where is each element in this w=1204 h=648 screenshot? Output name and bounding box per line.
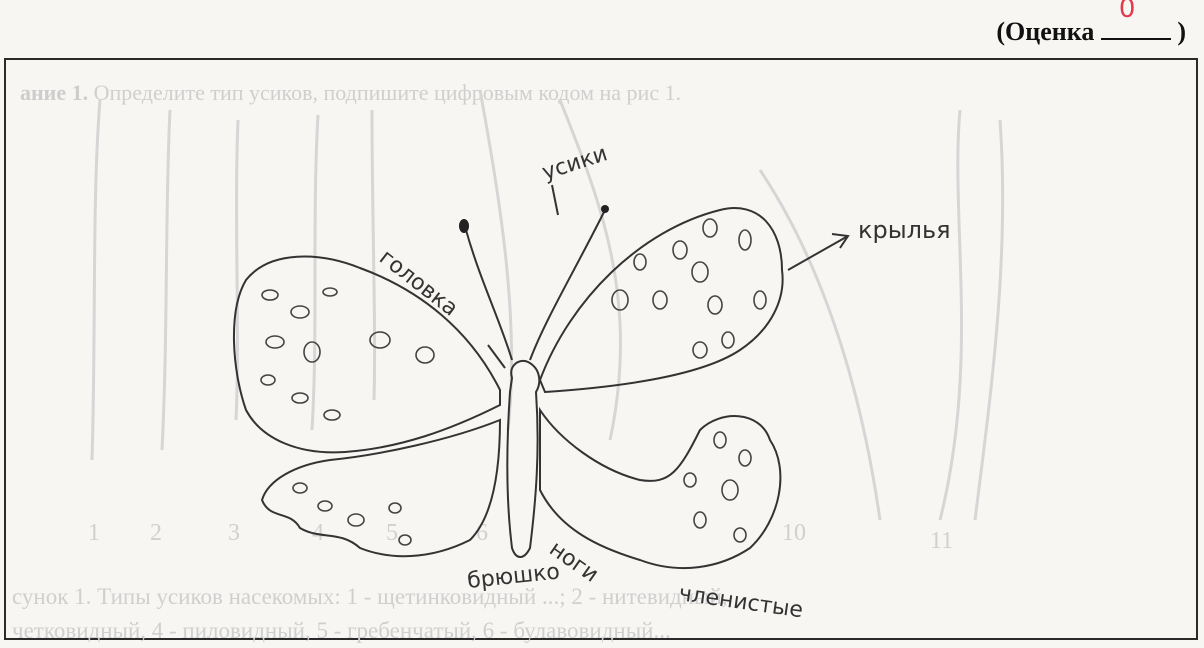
label-abdomen: брюшко (466, 559, 561, 594)
label-wings: крылья (858, 216, 951, 244)
faded-number: 10 (782, 520, 806, 546)
faded-number: 3 (228, 520, 240, 546)
faded-antenna-figures (92, 90, 1003, 520)
label-head: головка (374, 245, 462, 322)
faded-figure-numbers: 1 2 3 4 5 6 10 11 (88, 520, 953, 554)
faded-number: 2 (150, 520, 162, 546)
faded-number: 11 (930, 528, 953, 554)
label-segmented: членистые (677, 581, 804, 623)
wing-spots (261, 219, 766, 545)
antenna-tips (459, 205, 609, 233)
faded-number: 1 (88, 520, 100, 546)
faded-number: 5 (386, 520, 398, 546)
label-antennae: усики (539, 141, 610, 185)
